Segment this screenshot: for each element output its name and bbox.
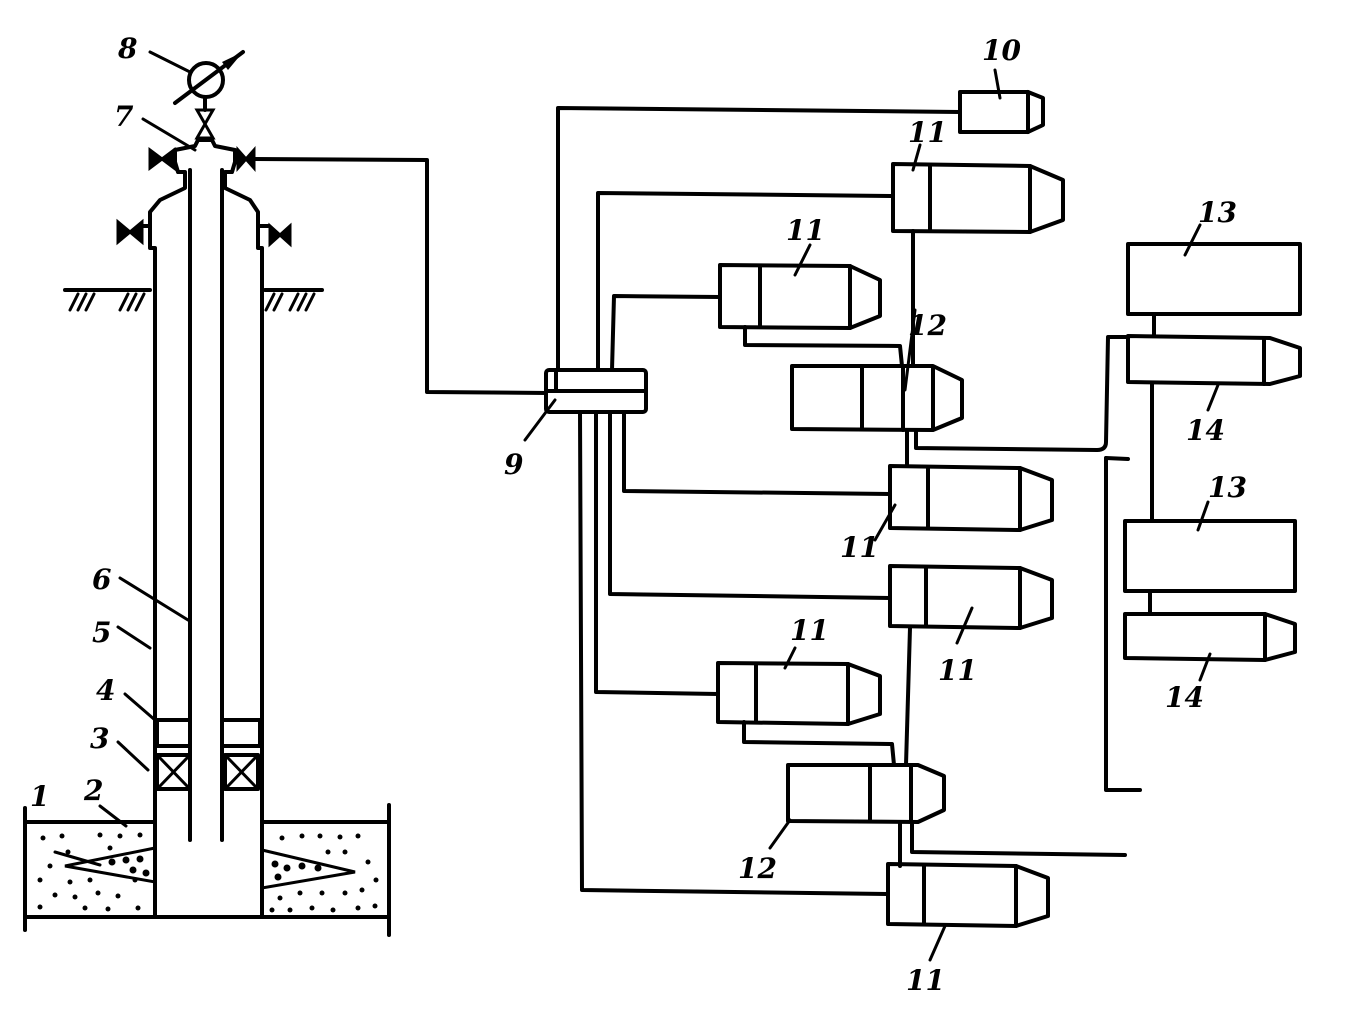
label-12a: 12 xyxy=(908,309,947,342)
anchor xyxy=(155,718,262,748)
sand-truck-14b xyxy=(1123,612,1297,662)
casing-string xyxy=(153,256,264,919)
flow-line-wellhead-manifold xyxy=(252,157,550,395)
label-1: 1 xyxy=(30,780,49,813)
unit-10 xyxy=(958,90,1045,134)
valve-right-lower[interactable] xyxy=(268,222,292,248)
label-6: 6 xyxy=(92,563,111,596)
label-5: 5 xyxy=(92,616,111,649)
unit-interconnects xyxy=(742,229,1156,868)
pump-unit-11e xyxy=(716,661,882,726)
manifold-lines xyxy=(556,106,962,896)
pump-unit-11a xyxy=(891,162,1065,234)
leader-lines xyxy=(53,50,1220,962)
label-11c: 11 xyxy=(840,531,879,564)
label-11f: 11 xyxy=(906,964,945,997)
label-9: 9 xyxy=(504,448,523,481)
sand-truck-14a xyxy=(1126,334,1302,386)
label-14b: 14 xyxy=(1165,681,1204,714)
pump-unit-11d xyxy=(888,564,1054,630)
tubing-string xyxy=(188,168,224,842)
label-11b: 11 xyxy=(786,214,825,247)
label-8: 8 xyxy=(117,32,137,65)
label-11a: 11 xyxy=(908,116,947,149)
pump-unit-11f xyxy=(886,862,1050,928)
ground-surface xyxy=(63,288,324,312)
tank-13a xyxy=(1126,242,1302,316)
valve-top[interactable] xyxy=(194,108,216,140)
label-7: 7 xyxy=(114,100,134,133)
manifold-block xyxy=(544,368,648,414)
blender-unit-12b xyxy=(786,763,946,824)
valve-right-upper[interactable] xyxy=(236,146,256,172)
packer xyxy=(155,753,260,791)
tank-13b xyxy=(1123,519,1297,593)
label-11d: 11 xyxy=(938,654,977,687)
label-3: 3 xyxy=(90,722,109,755)
label-14a: 14 xyxy=(1186,414,1225,447)
label-12b: 12 xyxy=(738,852,777,885)
blender-unit-12a xyxy=(790,364,964,432)
pump-unit-11c xyxy=(888,464,1054,532)
label-10: 10 xyxy=(982,34,1021,67)
valve-left-lower[interactable] xyxy=(116,218,144,246)
label-13b: 13 xyxy=(1208,471,1247,504)
sand-dots xyxy=(37,832,379,913)
label-13a: 13 xyxy=(1198,196,1237,229)
pressure-gauge xyxy=(173,50,245,112)
pump-unit-11b xyxy=(718,263,882,330)
label-11e: 11 xyxy=(790,614,829,647)
valve-left-upper[interactable] xyxy=(148,147,176,171)
label-4: 4 xyxy=(96,674,115,707)
label-2: 2 xyxy=(83,774,103,807)
